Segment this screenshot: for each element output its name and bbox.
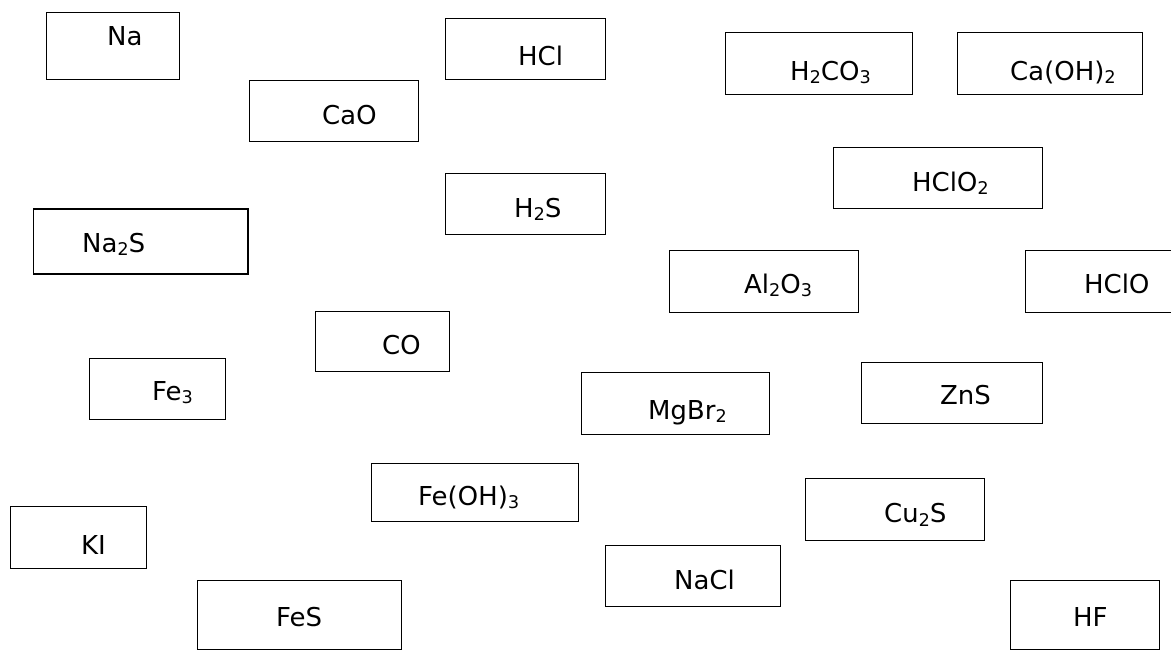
formula-box-fe3[interactable]: Fe3 — [89, 358, 226, 420]
formula-box-h2s[interactable]: H2S — [445, 173, 606, 235]
formula-text: NaCl — [674, 565, 735, 596]
formula-text: ZnS — [940, 381, 991, 411]
formula-box-hclo[interactable]: HClO — [1025, 250, 1171, 313]
formula-text: Ca(OH)2 — [1010, 57, 1116, 89]
formula-text: Al2O3 — [744, 269, 812, 301]
formula-text: FeS — [276, 602, 323, 633]
formula-text: CaO — [322, 100, 377, 131]
formula-box-feoh3[interactable]: Fe(OH)3 — [371, 463, 579, 522]
formula-text: Cu2S — [884, 499, 947, 531]
formula-box-mgbr2[interactable]: MgBr2 — [581, 372, 770, 435]
formula-text: HClO2 — [912, 167, 989, 199]
formula-text: MgBr2 — [648, 395, 727, 427]
formula-text: H2CO3 — [790, 57, 871, 89]
formula-text: H2S — [514, 193, 562, 225]
formula-text: HClO — [1084, 269, 1150, 300]
formula-box-na[interactable]: Na — [46, 12, 180, 80]
formula-box-caoh2[interactable]: Ca(OH)2 — [957, 32, 1143, 95]
formula-text: Fe(OH)3 — [418, 482, 520, 514]
formula-box-h2co3[interactable]: H2CO3 — [725, 32, 913, 95]
formula-text: CO — [382, 331, 421, 362]
formula-box-hclo2[interactable]: HClO2 — [833, 147, 1043, 209]
formula-box-co[interactable]: CO — [315, 311, 450, 372]
formula-text: Na — [107, 21, 143, 52]
formula-box-hf[interactable]: HF — [1010, 580, 1160, 650]
formula-text: HCl — [518, 42, 563, 73]
formula-box-nacl[interactable]: NaCl — [605, 545, 781, 607]
formula-box-al2o3[interactable]: Al2O3 — [669, 250, 859, 313]
formula-text: Na2S — [82, 229, 146, 261]
formula-box-ki[interactable]: KI — [10, 506, 147, 569]
formula-box-na2s[interactable]: Na2S — [33, 208, 249, 275]
formula-box-cao[interactable]: CaO — [249, 80, 419, 142]
formula-text: HF — [1073, 602, 1108, 633]
formula-text: Fe3 — [152, 377, 193, 409]
formula-box-hcl[interactable]: HCl — [445, 18, 606, 80]
formula-box-cu2s[interactable]: Cu2S — [805, 478, 985, 541]
formula-box-zns[interactable]: ZnS — [861, 362, 1043, 424]
formula-box-fes[interactable]: FeS — [197, 580, 402, 650]
formula-text: KI — [81, 531, 106, 562]
